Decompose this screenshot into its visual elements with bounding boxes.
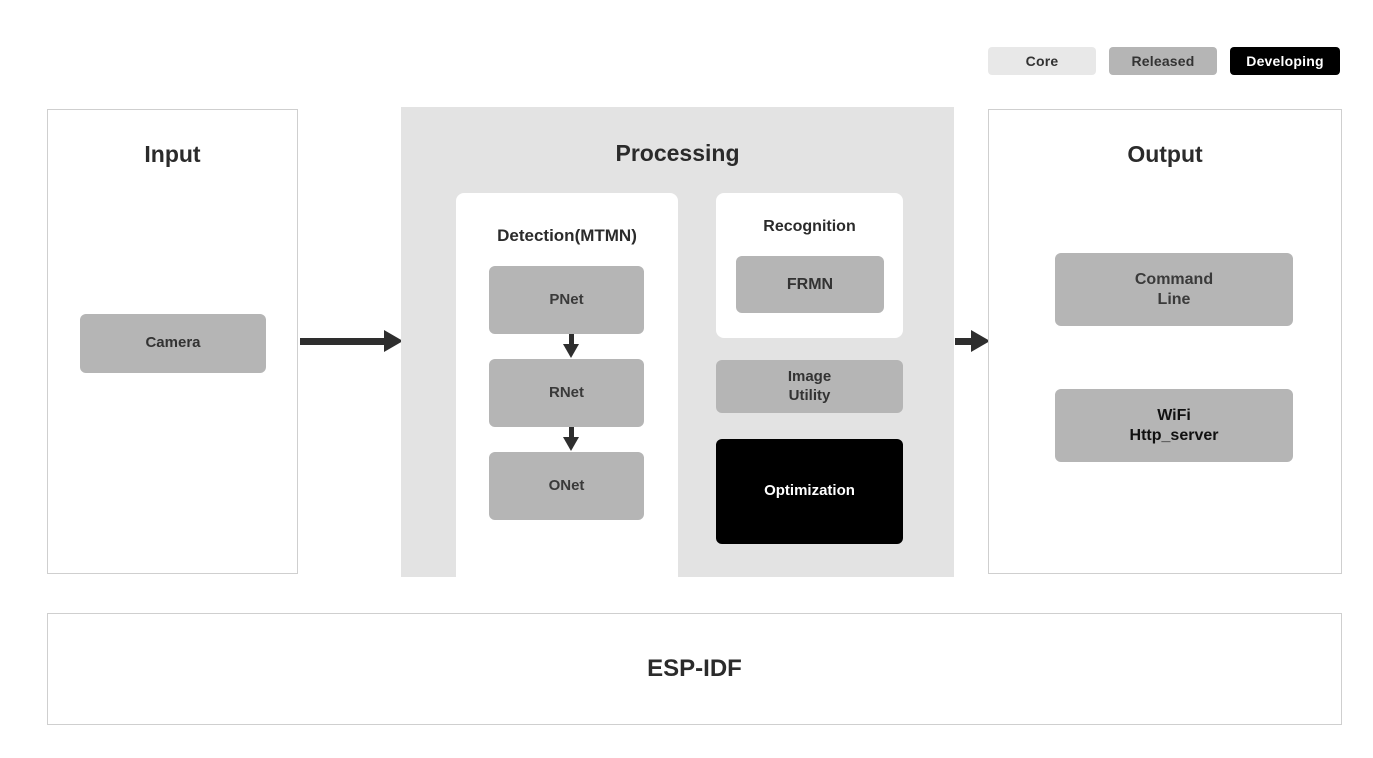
onet-box: ONet (489, 452, 644, 520)
legend-chip-released-label: Released (1131, 53, 1195, 69)
legend-chip-developing: Developing (1230, 47, 1340, 75)
input-panel-title: Input (144, 141, 201, 167)
wifi-http-server-box: WiFi Http_server (1055, 389, 1293, 462)
legend-chip-released: Released (1109, 47, 1217, 75)
legend-chip-core: Core (988, 47, 1096, 75)
command-line-box: Command Line (1055, 253, 1293, 326)
esp-idf-label: ESP-IDF (647, 655, 742, 682)
detection-subpanel-title: Detection(MTMN) (497, 226, 637, 245)
arrow-head (971, 330, 990, 352)
pnet-box: PNet (489, 266, 644, 334)
legend: Core Released Developing (988, 47, 1340, 75)
detection-subpanel: Detection(MTMN) PNet RNet ONet (456, 193, 678, 652)
legend-chip-developing-label: Developing (1246, 53, 1324, 69)
arrow-shaft (568, 334, 574, 345)
output-panel: Output Command Line WiFi Http_server (988, 109, 1342, 574)
camera-box: Camera (80, 314, 266, 373)
output-panel-title: Output (1127, 141, 1203, 167)
arrow-processing-to-output (955, 330, 990, 352)
recognition-subpanel: Recognition FRMN (716, 193, 903, 338)
arrow-head (563, 437, 579, 451)
optimization-box: Optimization (716, 439, 903, 544)
recognition-subpanel-title: Recognition (763, 218, 856, 235)
frmn-box: FRMN (736, 256, 884, 313)
processing-panel-title: Processing (615, 140, 740, 166)
arrow-shaft (955, 337, 972, 345)
input-panel: Input Camera (47, 109, 298, 574)
esp-idf-panel: ESP-IDF (47, 613, 1342, 725)
image-utility-box: Image Utility (716, 360, 903, 413)
legend-chip-core-label: Core (1025, 53, 1059, 69)
arrow-input-to-processing (300, 330, 403, 352)
arrow-shaft (300, 337, 385, 345)
arrow-shaft (568, 427, 574, 438)
arrow-pnet-to-rnet (563, 334, 579, 358)
arrow-rnet-to-onet (563, 427, 579, 451)
rnet-box: RNet (489, 359, 644, 427)
arrow-head (563, 344, 579, 358)
arrow-head (384, 330, 403, 352)
processing-panel: Processing Detection(MTMN) PNet RNet ONe… (401, 107, 954, 652)
